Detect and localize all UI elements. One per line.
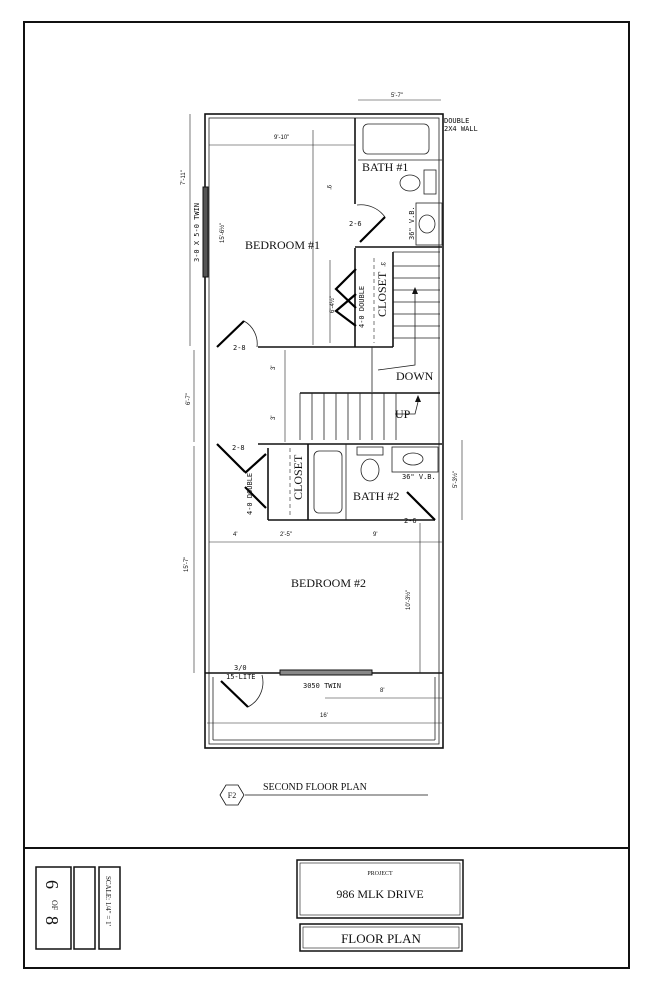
dim-seg-9: 9': [373, 532, 377, 538]
dim-bed1-depth: 9': [325, 185, 331, 189]
sheet-of: OF: [50, 900, 59, 911]
drawing-title-box: [299, 923, 463, 952]
door-size-bedroom1: 2-8: [233, 344, 246, 352]
drawing-title: FLOOR PLAN: [341, 931, 421, 946]
room-label-bath1: BATH #1: [362, 160, 408, 174]
dim-hall-b: 3': [271, 416, 277, 420]
project-label: PROJECT: [367, 871, 393, 877]
dim-bed1-length: 15'-6½": [219, 223, 226, 243]
bathtub-icon: [313, 450, 343, 514]
room-label-closet1: CLOSET: [375, 271, 389, 317]
caption-tag: F2: [228, 791, 236, 800]
dim-seg-2-5: 2'-5": [280, 532, 292, 538]
note-vanity1: 36" V.B.: [408, 206, 416, 240]
note-door-15lite-b: 15-LITE: [226, 673, 256, 681]
blank-box: [73, 866, 96, 950]
toilet-icon: [360, 458, 380, 482]
bathtub-icon: [362, 123, 430, 155]
drawing-caption: F2 SECOND FLOOR PLAN: [219, 782, 428, 806]
dim-bath2-height: 5'-3½": [452, 471, 459, 488]
scale-label: SCALE: 1/4" = 1': [104, 876, 112, 926]
sheet-number: 6: [42, 880, 62, 889]
door-bath2: [406, 491, 436, 521]
dim-seg-4: 4': [233, 532, 237, 538]
sink-icon: [402, 452, 424, 466]
note-vanity2: 36" V.B.: [402, 473, 436, 481]
door-bedroom1: [216, 320, 245, 348]
scale-box: [98, 866, 121, 950]
door-size-bath1: 2-6: [349, 220, 362, 228]
note-down: DOWN: [396, 369, 434, 383]
door-bath1: [359, 216, 386, 243]
exterior-wall-inner: [208, 117, 440, 745]
note-closet2-door: 4-0 DOUBLE: [246, 473, 254, 515]
door-size-bath2: 2-6: [404, 517, 417, 525]
floor-plan: BEDROOM #1 BEDROOM #2 BATH #1 BATH #2 CL…: [181, 93, 478, 749]
dim-bed1-left: 7'-11": [181, 170, 187, 185]
room-label-bedroom1: BEDROOM #1: [245, 238, 320, 252]
door-size-bedroom2: 2-8: [232, 444, 245, 452]
toilet-icon: [399, 174, 421, 192]
stairs-up: [299, 392, 440, 440]
stairs-down: [371, 251, 440, 392]
room-label-bath2: BATH #2: [353, 489, 399, 503]
dim-bed2-depth: 10'-3½": [405, 590, 412, 610]
dim-hall-a: 3': [271, 366, 277, 370]
note-window2: 3050 TWIN: [303, 682, 341, 690]
project-name: 986 MLK DRIVE: [336, 887, 423, 901]
door-closet2: [244, 453, 267, 509]
dim-bed1-width: 9'-10": [274, 135, 289, 141]
door-closet1: [334, 268, 357, 327]
dim-bed2-left: 15'-7": [184, 557, 190, 572]
note-closet1-door: 4-0 DOUBLE: [358, 286, 366, 328]
note-window1: 3-0 X 5-0 TWIN: [193, 203, 201, 262]
door-bedroom2: [216, 443, 246, 473]
project-box: [296, 859, 464, 919]
window-bedroom2: [279, 669, 373, 676]
dim-closet1-width: 3': [379, 262, 385, 266]
window-bedroom1: [202, 186, 209, 278]
exterior-wall: [204, 113, 444, 749]
note-double-wall-2: 2X4 WALL: [444, 125, 478, 133]
room-label-closet2: CLOSET: [291, 454, 305, 500]
dim-total-16: 16': [320, 713, 328, 719]
sheet-border: [23, 21, 630, 969]
note-door-15lite-a: 3/0: [234, 664, 247, 672]
hexagon-tag-icon: [219, 784, 245, 806]
dim-hall: 6'-7": [186, 393, 192, 405]
sheet-total: 8: [42, 916, 62, 925]
sink-icon: [418, 214, 436, 234]
dim-seg-8: 8': [380, 688, 384, 694]
door-15-lite: [220, 680, 249, 708]
note-up: UP: [395, 407, 411, 421]
sheet-number-box: [35, 866, 72, 950]
dim-closet1-depth: 6'-4½": [329, 296, 336, 313]
room-label-bedroom2: BEDROOM #2: [291, 576, 366, 590]
dim-bath-width: 5'-7": [391, 93, 403, 99]
note-double-wall: DOUBLE: [444, 117, 469, 125]
title-block: 6 OF 8 SCALE: 1/4" = 1' PROJECT 986 MLK …: [35, 859, 464, 952]
caption-title: SECOND FLOOR PLAN: [263, 782, 367, 793]
